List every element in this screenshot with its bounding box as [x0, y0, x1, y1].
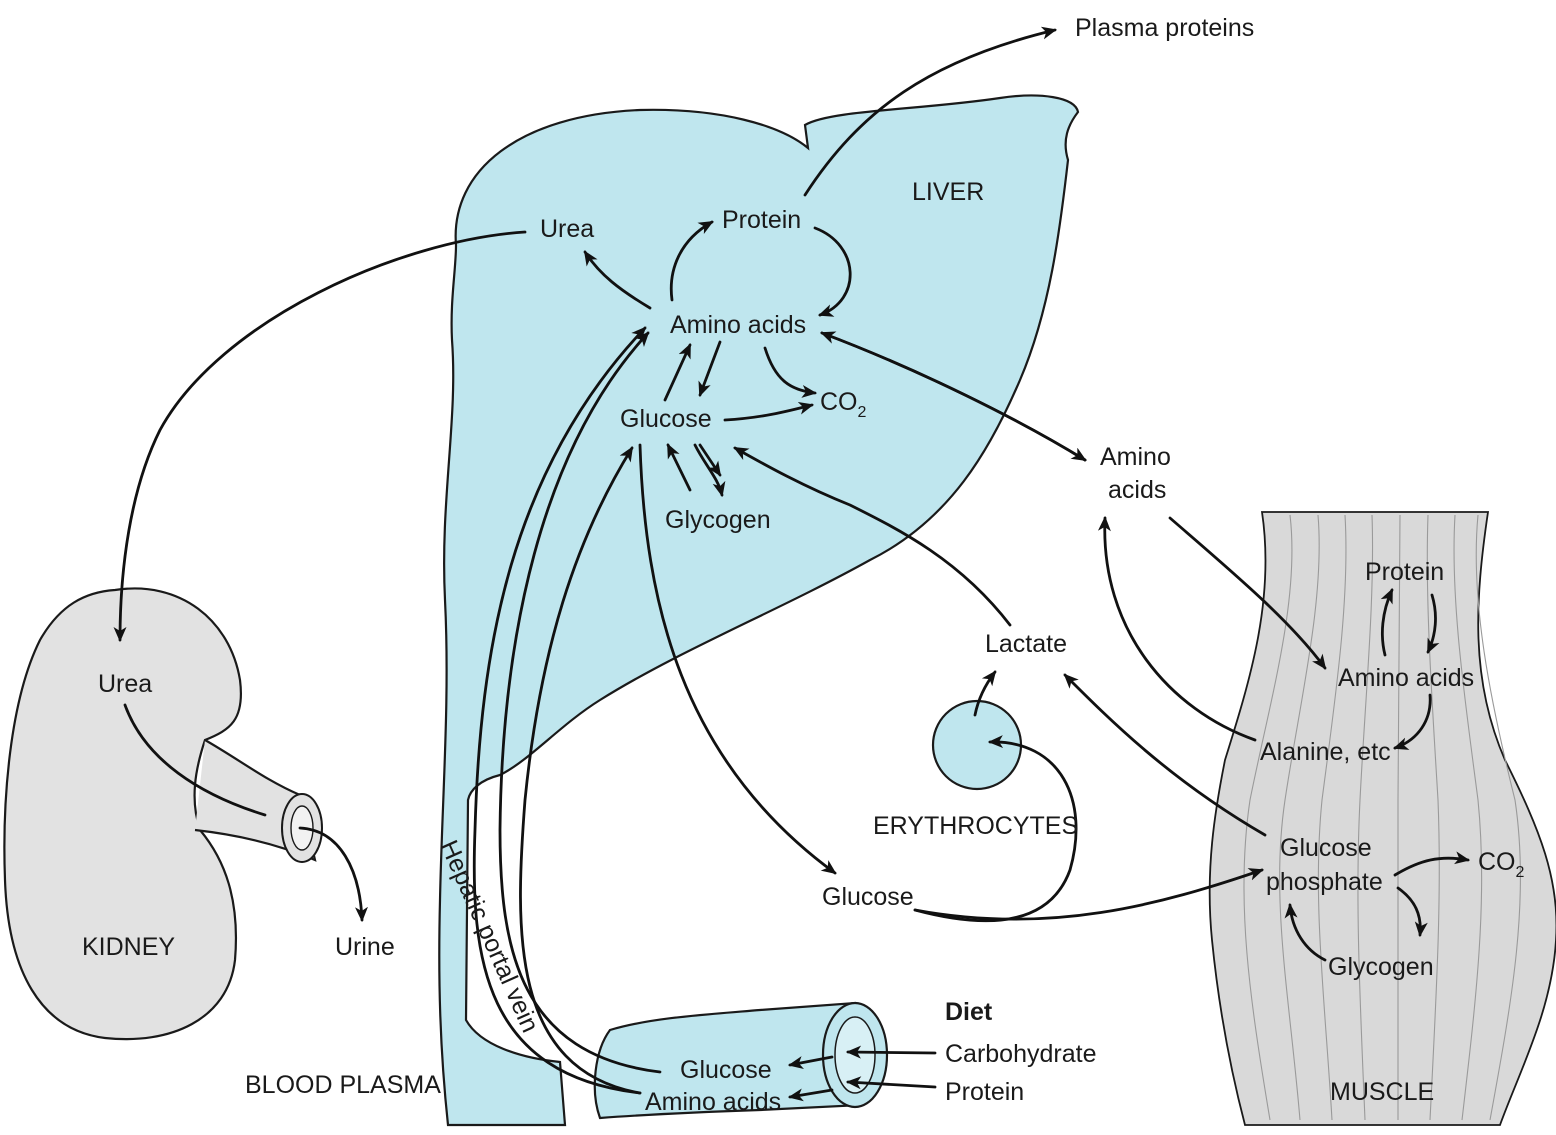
label-diet-carbohydrate: Carbohydrate — [945, 1040, 1096, 1068]
erythrocyte-cell — [933, 701, 1021, 789]
label-liver-protein: Protein — [722, 206, 801, 234]
label-liver: LIVER — [912, 178, 984, 206]
kidney-organ — [4, 588, 322, 1039]
arrow-diet-carb — [848, 1052, 935, 1053]
label-muscle-glycogen: Glycogen — [1328, 953, 1434, 981]
label-muscle-glucose-phosphate-1: Glucose — [1280, 834, 1372, 862]
label-urine: Urine — [335, 933, 395, 961]
label-erythrocytes: ERYTHROCYTES — [873, 812, 1078, 840]
label-gut-glucose: Glucose — [680, 1056, 772, 1084]
label-muscle-glucose-phosphate-2: phosphate — [1266, 868, 1383, 896]
label-liver-glycogen: Glycogen — [665, 506, 771, 534]
label-lactate: Lactate — [985, 630, 1067, 658]
label-diet: Diet — [945, 998, 993, 1026]
label-plasma-glucose: Glucose — [822, 883, 914, 911]
label-blood-plasma: BLOOD PLASMA — [245, 1071, 441, 1099]
label-liver-amino-acids: Amino acids — [670, 311, 806, 339]
label-liver-glucose: Glucose — [620, 405, 712, 433]
label-muscle-protein: Protein — [1365, 558, 1444, 586]
muscle-organ — [1210, 512, 1556, 1125]
label-plasma-proteins: Plasma proteins — [1075, 14, 1254, 42]
liver-organ — [439, 96, 1078, 1125]
arrow-alanine-plasma — [1105, 518, 1255, 740]
label-liver-urea: Urea — [540, 215, 594, 243]
label-kidney-urea: Urea — [98, 670, 152, 698]
label-diet-protein: Protein — [945, 1078, 1024, 1106]
label-muscle-alanine: Alanine, etc — [1260, 738, 1391, 766]
label-plasma-amino-line1: Amino — [1100, 443, 1171, 471]
label-muscle: MUSCLE — [1330, 1078, 1434, 1106]
label-plasma-amino-line2: acids — [1108, 476, 1166, 504]
label-muscle-amino-acids: Amino acids — [1338, 664, 1474, 692]
label-kidney: KIDNEY — [82, 933, 175, 961]
label-gut-amino-acids: Amino acids — [645, 1088, 781, 1116]
